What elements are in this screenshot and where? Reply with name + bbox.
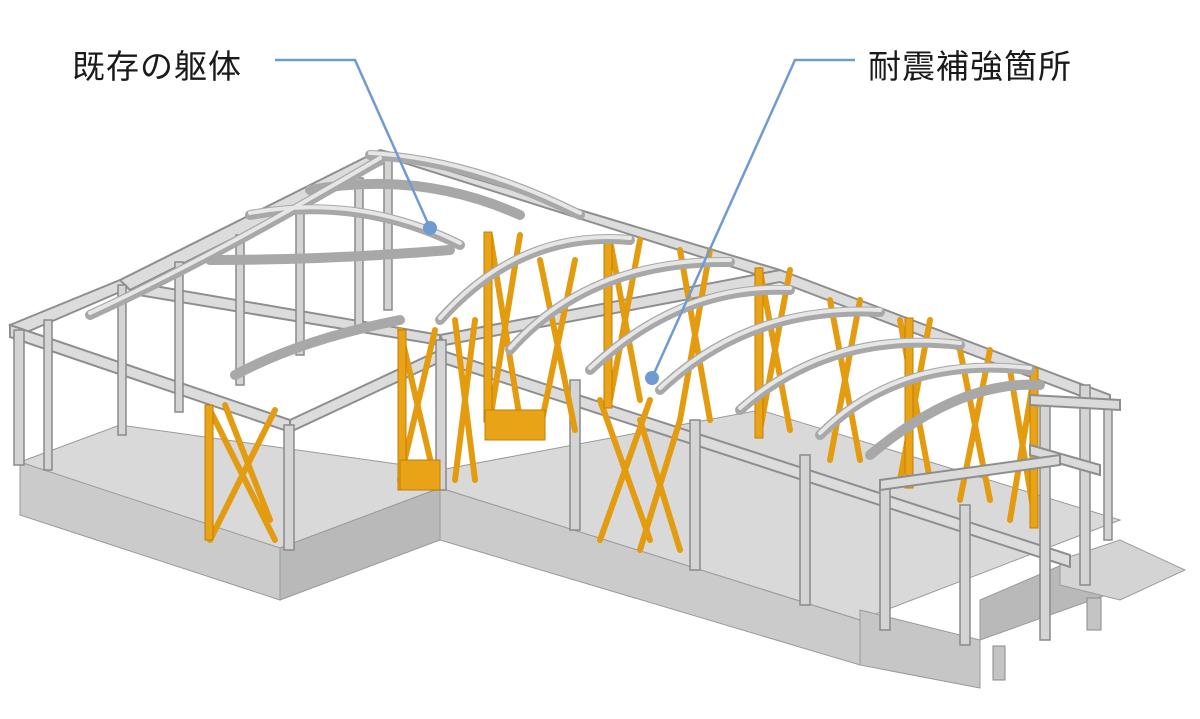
column [295,204,305,356]
entry-slab [1059,539,1187,601]
brace [827,297,863,463]
reinforcement-post [204,404,214,541]
brace [637,417,683,553]
arch [865,379,1045,460]
beam [8,278,441,347]
brace [607,237,643,403]
reinforcement-post [904,317,914,489]
column [283,424,295,551]
reinforcement-wall [399,459,441,491]
column [1079,384,1091,586]
column [1103,399,1113,541]
column [569,379,581,531]
brace [222,402,273,523]
foundation [19,409,1187,689]
roof-arch-highlights [88,151,1032,435]
leader-dot-existing [423,221,437,235]
entry-post [1086,597,1102,631]
entry-post [992,645,1006,681]
brace [537,257,578,433]
brace [452,317,478,483]
column [879,479,891,631]
arch [305,178,525,220]
brace [757,267,793,433]
leader-line-existing [275,58,432,229]
brace [677,247,713,423]
column [1039,399,1051,641]
callout-leaders [275,58,855,385]
column [174,261,184,413]
leader-dot-reinforcement [645,371,659,385]
column [117,284,127,436]
column [799,454,811,606]
leader-line-reinforcement [650,58,855,379]
column [13,329,25,466]
beam [879,453,1061,492]
arch [230,315,405,380]
beam [1029,443,1101,477]
reinforcement-post [483,231,493,423]
column [959,504,971,646]
reinforcement-post [603,237,613,409]
existing-structure-label: 既存の躯体 [72,47,242,86]
brace [207,407,278,543]
beam [1029,393,1121,412]
column [689,419,701,571]
column [435,339,447,491]
arch [205,245,455,265]
column [43,319,53,471]
seismic-reinforcement-label: 耐震補強箇所 [868,47,1072,86]
reinforcement-wall [484,409,546,441]
entry-frame [879,393,1121,492]
beam [289,348,441,434]
reinforcement-post [754,267,764,439]
